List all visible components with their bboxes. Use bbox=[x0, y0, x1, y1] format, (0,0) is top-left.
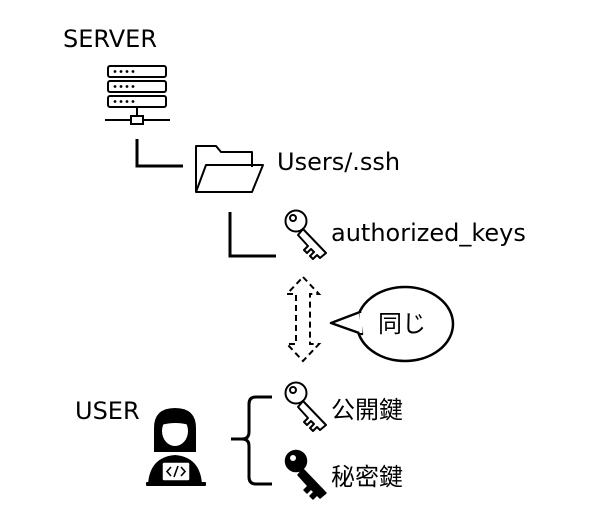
private-key-label: 秘密鍵 bbox=[331, 463, 403, 491]
folder-icon bbox=[195, 145, 264, 193]
server-label: SERVER bbox=[63, 25, 158, 53]
public-key-icon bbox=[284, 381, 327, 432]
bubble-text: 同じ bbox=[378, 310, 426, 338]
server-icon bbox=[105, 65, 170, 125]
private-key-icon bbox=[284, 449, 327, 500]
dashed-double-arrow bbox=[284, 275, 322, 363]
developer-laptop-icon bbox=[146, 408, 206, 486]
public-key-label: 公開鍵 bbox=[331, 396, 403, 424]
connector-folder-keys bbox=[228, 212, 276, 258]
user-label: USER bbox=[75, 397, 140, 425]
connector-server-folder bbox=[135, 139, 183, 168]
speech-bubble bbox=[329, 285, 455, 363]
folder-label: Users/.ssh bbox=[277, 148, 401, 176]
curly-brace bbox=[231, 395, 272, 486]
key-outline-icon bbox=[284, 209, 327, 260]
authorized-keys-label: authorized_keys bbox=[331, 219, 526, 247]
